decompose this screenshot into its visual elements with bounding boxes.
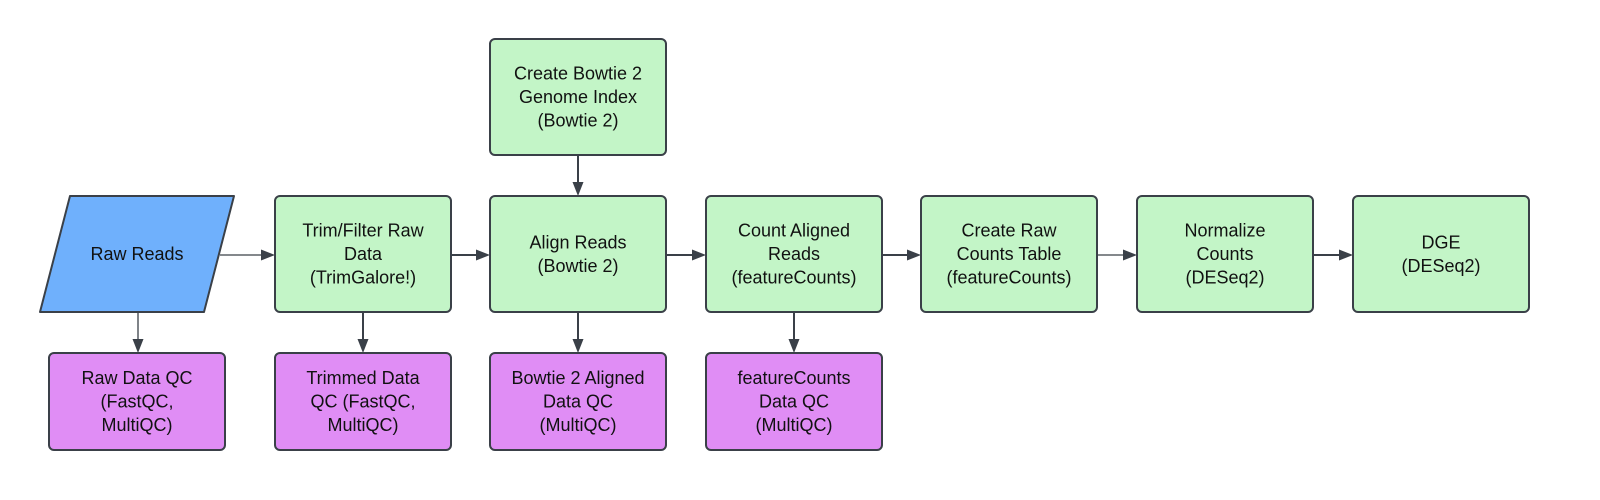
arrowhead-icon [132, 339, 144, 353]
node-label-line: QC (FastQC, [310, 392, 415, 412]
node-label-line: DGE [1421, 232, 1460, 252]
node-label-line: Trimmed Data [306, 368, 420, 388]
arrowhead-icon [572, 339, 584, 353]
arrowhead-icon [788, 339, 800, 353]
qc-box [274, 352, 452, 451]
node-raw-reads: Raw Reads [39, 195, 235, 313]
arrowhead-icon [692, 249, 706, 261]
edge-counts-table-to-normalize [1097, 249, 1137, 261]
node-label-line: Raw Reads [90, 244, 183, 264]
process-box [489, 195, 667, 313]
node-label-line: Counts [1196, 244, 1253, 264]
node-dge: DGE (DESeq2) [1352, 195, 1530, 313]
node-label-line: featureCounts [737, 368, 850, 388]
qc-box [489, 352, 667, 451]
node-label-line: (TrimGalore!) [310, 268, 416, 288]
node-label-line: Align Reads [529, 232, 626, 252]
node-label-line: Genome Index [519, 87, 637, 107]
node-label-line: MultiQC) [102, 415, 173, 435]
edge-trim-filter-to-trimmed-qc [357, 312, 369, 353]
edge-raw-reads-to-raw-qc [132, 312, 144, 353]
edges-layer [132, 155, 1353, 353]
node-label-line: (FastQC, [100, 392, 173, 412]
arrowhead-icon [1123, 249, 1137, 261]
node-label-line: Reads [768, 244, 820, 264]
node-label-line: (DESeq2) [1401, 256, 1480, 276]
node-label-line: Counts Table [957, 244, 1062, 264]
node-label-line: Data QC [759, 392, 829, 412]
edge-normalize-to-dge [1313, 249, 1353, 261]
process-box [920, 195, 1098, 313]
arrowhead-icon [572, 182, 584, 196]
node-label-line: (Bowtie 2) [537, 111, 618, 131]
arrowhead-icon [357, 339, 369, 353]
node-label-line: Create Raw [961, 221, 1057, 241]
process-box [1136, 195, 1314, 313]
process-box [489, 38, 667, 156]
node-label-line: Data [344, 244, 383, 264]
input-box [39, 195, 235, 313]
qc-box [705, 352, 883, 451]
node-label-line: (MultiQC) [756, 415, 833, 435]
node-label-line: (featureCounts) [731, 268, 856, 288]
node-label-line: Bowtie 2 Aligned [511, 368, 644, 388]
node-label-line: (featureCounts) [946, 268, 1071, 288]
process-box [705, 195, 883, 313]
edge-trim-filter-to-align-reads [451, 249, 490, 261]
node-create-index: Create Bowtie 2 Genome Index (Bowtie 2) [489, 38, 667, 156]
arrowhead-icon [907, 249, 921, 261]
node-label-line: Normalize [1184, 221, 1265, 241]
arrowhead-icon [261, 249, 275, 261]
edge-raw-reads-to-trim-filter [220, 249, 275, 261]
node-label-line: Count Aligned [738, 221, 850, 241]
edge-align-reads-to-aligned-qc [572, 312, 584, 353]
edge-count-aligned-to-counts-table [882, 249, 921, 261]
qc-box [48, 352, 226, 451]
edge-count-aligned-to-featurecounts-qc [788, 312, 800, 353]
node-label-line: Raw Data QC [81, 368, 192, 388]
node-label-line: (Bowtie 2) [537, 256, 618, 276]
arrowhead-icon [476, 249, 490, 261]
node-label-line: Trim/Filter Raw [302, 221, 424, 241]
node-raw-qc: Raw Data QC (FastQC, MultiQC) [48, 352, 226, 451]
edge-create-index-to-align-reads [572, 155, 584, 196]
node-label-line: (MultiQC) [540, 415, 617, 435]
node-label-line: MultiQC) [328, 415, 399, 435]
node-label-line: Create Bowtie 2 [514, 64, 642, 84]
node-label-line: Data QC [543, 392, 613, 412]
node-label-line: (DESeq2) [1185, 268, 1264, 288]
node-trimmed-qc: Trimmed Data QC (FastQC, MultiQC) [274, 352, 452, 451]
edge-align-reads-to-count-aligned [666, 249, 706, 261]
arrowhead-icon [1339, 249, 1353, 261]
process-box [274, 195, 452, 313]
process-box [1352, 195, 1530, 313]
node-align-reads: Align Reads (Bowtie 2) [489, 195, 667, 313]
